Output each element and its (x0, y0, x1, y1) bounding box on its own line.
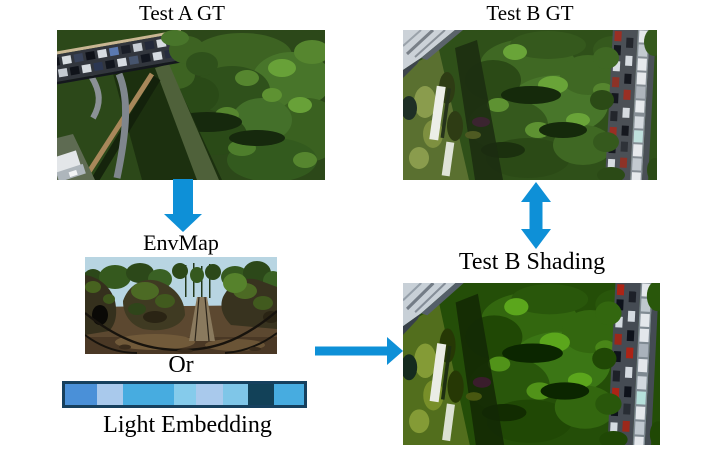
light-embedding-segment (274, 384, 304, 405)
light-embedding-segment (123, 384, 174, 405)
light-embedding-segment (96, 384, 124, 405)
arrow-down-icon (163, 179, 203, 232)
arrow-updown-icon (519, 182, 553, 249)
test-a-gt-image (57, 30, 325, 180)
test-b-gt-image (403, 30, 657, 180)
envmap-image (85, 257, 277, 354)
test-b-shading-title: Test B Shading (458, 249, 606, 275)
light-embedding-bar (62, 381, 307, 408)
light-embedding-segment (65, 384, 97, 405)
test-b-shading-image (403, 283, 660, 445)
or-label: Or (168, 352, 194, 378)
envmap-title: EnvMap (143, 230, 219, 255)
test-b-gt-title: Test B GT (486, 1, 574, 25)
light-embedding-label: Light Embedding (103, 412, 272, 438)
light-embedding-segment (223, 384, 248, 405)
light-embedding-segment (196, 384, 224, 405)
light-embedding-segment (247, 384, 275, 405)
test-a-gt-title: Test A GT (138, 1, 226, 25)
arrow-right-icon (315, 337, 403, 365)
light-embedding-segment (173, 384, 197, 405)
